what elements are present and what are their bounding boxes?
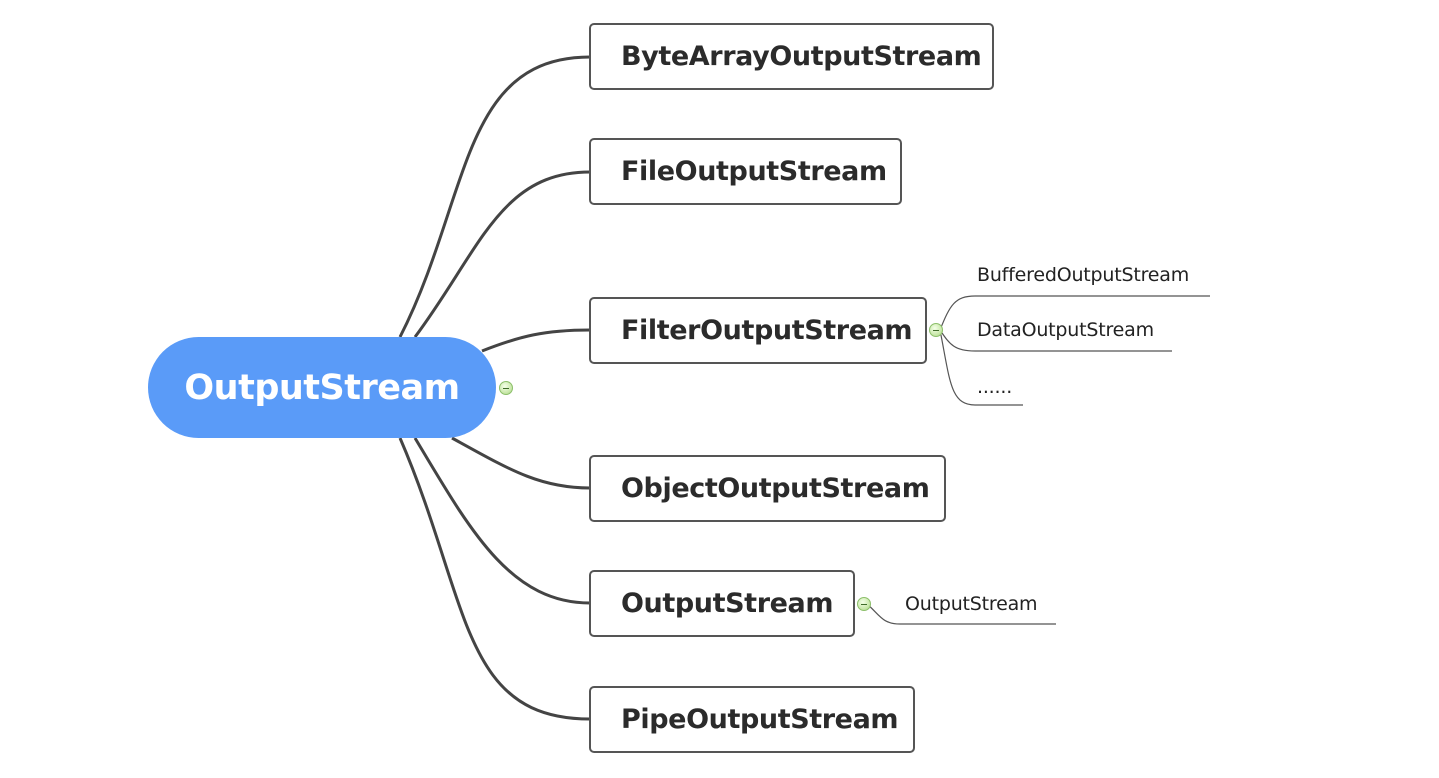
connector-filter-more bbox=[939, 329, 1023, 406]
branch-node-filter[interactable]: FilterOutputStream bbox=[589, 297, 927, 364]
branch-node-label: FileOutputStream bbox=[621, 156, 887, 187]
minus-circle-icon[interactable] bbox=[499, 381, 513, 395]
connector-root-pipe bbox=[398, 437, 591, 721]
leaf-node-buffered[interactable]: BufferedOutputStream bbox=[977, 264, 1190, 286]
branch-node-label: OutputStream bbox=[621, 588, 834, 619]
minus-circle-icon[interactable] bbox=[929, 323, 943, 337]
connector-filter-data bbox=[939, 329, 1172, 352]
branch-node-file[interactable]: FileOutputStream bbox=[589, 138, 902, 205]
leaf-node-more[interactable]: ...... bbox=[977, 376, 1013, 398]
connector-root-filter bbox=[481, 328, 591, 353]
connector-root-bytearray bbox=[398, 55, 591, 338]
branch-node-label: ObjectOutputStream bbox=[621, 473, 930, 504]
connector-root-outputstream bbox=[413, 437, 591, 605]
branch-node-bytearray[interactable]: ByteArrayOutputStream bbox=[589, 23, 994, 90]
branch-node-label: FilterOutputStream bbox=[621, 315, 913, 346]
branch-node-outputstream[interactable]: OutputStream bbox=[589, 570, 855, 637]
branch-node-object[interactable]: ObjectOutputStream bbox=[589, 455, 946, 522]
root-node[interactable]: OutputStream bbox=[148, 337, 496, 438]
branch-node-label: ByteArrayOutputStream bbox=[621, 41, 982, 72]
connector-filter-buffered bbox=[939, 295, 1210, 331]
root-node-label: OutputStream bbox=[184, 367, 460, 408]
branch-node-pipe[interactable]: PipeOutputStream bbox=[589, 686, 915, 753]
leaf-node-outputstream[interactable]: OutputStream bbox=[905, 593, 1038, 615]
leaf-node-data[interactable]: DataOutputStream bbox=[977, 319, 1154, 341]
connector-root-file bbox=[413, 170, 591, 338]
connector-root-object bbox=[451, 436, 591, 490]
minus-circle-icon[interactable] bbox=[857, 597, 871, 611]
branch-node-label: PipeOutputStream bbox=[621, 704, 899, 735]
